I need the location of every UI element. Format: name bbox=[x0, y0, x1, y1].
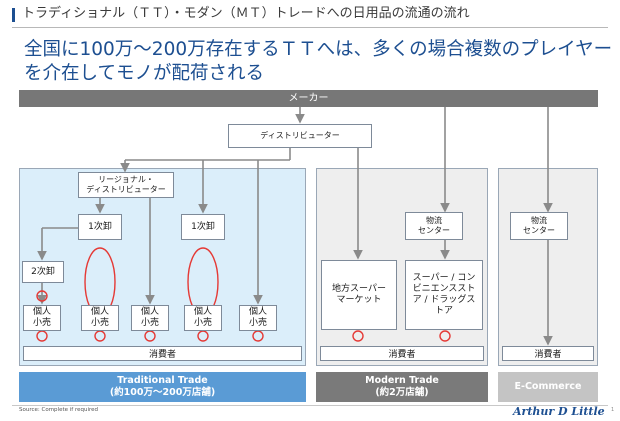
local-super-line2: マーケット bbox=[336, 295, 382, 305]
mt-logistics-center-box: 物流 センター bbox=[405, 212, 463, 240]
mt-logistics-line2: センター bbox=[418, 226, 450, 235]
retail-box-4: 個人 小売 bbox=[184, 305, 222, 331]
ec-logistics-center-box: 物流 センター bbox=[510, 212, 568, 240]
loop-local-super bbox=[352, 330, 364, 342]
section-title: トラディショナル（ＴＴ）・モダン（ＭＴ）トレードへの日用品の流通の流れ bbox=[22, 6, 470, 21]
regional-distributor-box: リージョナル・ ディストリビューター bbox=[78, 172, 174, 198]
local-supermarket-box: 地方スーパー マーケット bbox=[321, 260, 397, 330]
wholesale1-box-a: 1次卸 bbox=[78, 214, 122, 240]
retail-label-line2: 小売 bbox=[32, 318, 51, 328]
loop-retail1 bbox=[36, 330, 48, 342]
header-divider bbox=[12, 27, 608, 28]
retail-box-3: 個人 小売 bbox=[131, 305, 169, 331]
retail-box-5: 個人 小売 bbox=[239, 305, 277, 331]
retail-box-1: 個人 小売 bbox=[23, 305, 61, 331]
tt-name: Traditional Trade bbox=[117, 375, 208, 386]
company-logo: Arthur D Little bbox=[513, 405, 605, 418]
footer-divider bbox=[12, 405, 608, 406]
wholesale2-box: 2次卸 bbox=[22, 261, 64, 283]
retail-label-line1: 個人 bbox=[90, 307, 109, 317]
retail-label-line1: 個人 bbox=[140, 307, 159, 317]
retail-label-line2: 小売 bbox=[140, 318, 159, 328]
local-super-line1: 地方スーパー bbox=[332, 284, 386, 294]
retail-label-line2: 小売 bbox=[248, 318, 267, 328]
loop-retail5 bbox=[252, 330, 264, 342]
mt-consumer-bar: 消費者 bbox=[320, 346, 484, 361]
retail-label-line2: 小売 bbox=[193, 318, 212, 328]
traditional-trade-label: Traditional Trade (約100万～200万店舗) bbox=[19, 372, 306, 402]
ec-name: E-Commerce bbox=[514, 381, 582, 392]
loop-retail3 bbox=[144, 330, 156, 342]
loop-retail2 bbox=[94, 330, 106, 342]
page-number: 1 bbox=[611, 407, 615, 413]
mt-logistics-line1: 物流 bbox=[426, 216, 442, 225]
retail-label-line1: 個人 bbox=[32, 307, 51, 317]
distributor-box: ディストリビューター bbox=[228, 124, 372, 148]
maker-bar: メーカー bbox=[19, 90, 598, 107]
mt-count: (約2万店舗) bbox=[375, 387, 429, 398]
header-accent-bar bbox=[12, 8, 15, 22]
loop-retail4 bbox=[197, 330, 209, 342]
ec-logistics-line1: 物流 bbox=[531, 216, 547, 225]
retail-label-line1: 個人 bbox=[193, 307, 212, 317]
tt-consumer-bar: 消費者 bbox=[23, 346, 302, 361]
mt-stores-box: スーパー / コンビニエンスストア / ドラッグストア bbox=[405, 260, 483, 330]
ec-consumer-bar: 消費者 bbox=[502, 346, 594, 361]
headline: 全国に100万～200万存在するＴＴへは、多くの場合複数のプレイヤーを介在してモ… bbox=[24, 39, 613, 84]
retail-box-2: 個人 小売 bbox=[81, 305, 119, 331]
source-note: Source: Complete if required bbox=[19, 407, 99, 413]
loop-mt-stores bbox=[439, 330, 451, 342]
ecommerce-label: E-Commerce bbox=[498, 372, 598, 402]
modern-trade-label: Modern Trade (約2万店舗) bbox=[316, 372, 488, 402]
tt-count: (約100万～200万店舗) bbox=[109, 387, 216, 398]
wholesale1-box-b: 1次卸 bbox=[181, 214, 225, 240]
regional-distributor-line2: ディストリビューター bbox=[86, 185, 166, 194]
retail-label-line2: 小売 bbox=[90, 318, 109, 328]
retail-label-line1: 個人 bbox=[248, 307, 267, 317]
regional-distributor-line1: リージョナル・ bbox=[98, 175, 154, 184]
mt-name: Modern Trade bbox=[365, 375, 439, 386]
ec-logistics-line2: センター bbox=[523, 226, 555, 235]
loop-wholesale2 bbox=[36, 290, 48, 302]
